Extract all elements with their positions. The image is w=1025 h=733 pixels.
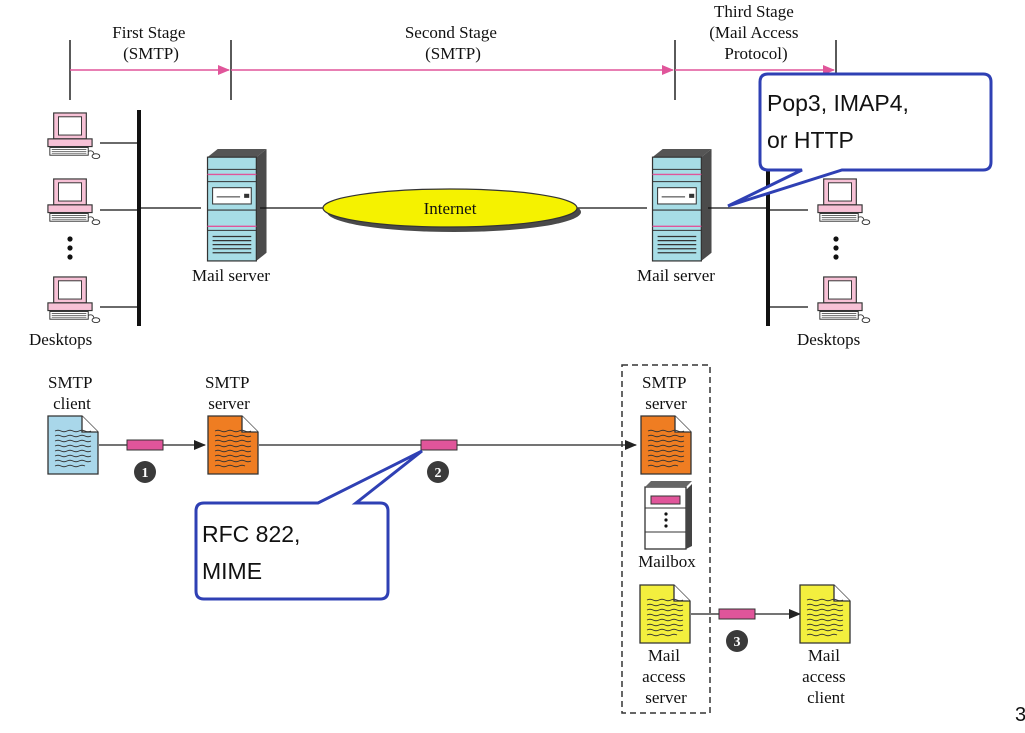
smtp-server-label: SMTP server (205, 373, 253, 413)
mailbox-label: Mailbox (638, 552, 696, 571)
message-icon (718, 608, 756, 620)
internet-label: Internet (424, 199, 477, 218)
step-2-number: 2 (435, 466, 442, 481)
desktop-icon (817, 178, 871, 226)
desktops-right-label: Desktops (797, 330, 860, 349)
mail-server-right-label: Mail server (637, 266, 715, 285)
stage-bar (69, 40, 837, 100)
smtp-server-right-label: SMTP server (642, 373, 690, 413)
desktop-icon (47, 178, 101, 226)
step-3-number: 3 (734, 635, 741, 650)
document-icon (639, 584, 691, 644)
message-icon (420, 439, 458, 451)
step-3-badge (726, 630, 748, 652)
step-1-number: 1 (142, 466, 149, 481)
second-stage-label: Second Stage (SMTP) (405, 23, 501, 63)
more-desktops-ellipsis (833, 236, 839, 260)
mailbox-icon (644, 481, 692, 550)
document-icon (47, 415, 99, 475)
more-desktops-ellipsis (67, 236, 73, 260)
desktop-icon (47, 276, 101, 324)
desktops-left-label: Desktops (29, 330, 92, 349)
step-1-badge (134, 461, 156, 483)
protocol-callout: Pop3, IMAP4, or HTTP (727, 72, 993, 208)
document-icon (207, 415, 259, 475)
svg-text:RFC 822, MIME: RFC 822, MIME (202, 521, 307, 584)
smtp-client-label: SMTP client (48, 373, 96, 413)
message-icon (126, 439, 164, 451)
server-icon (206, 148, 268, 262)
first-stage-label: First Stage (SMTP) (112, 23, 189, 63)
third-stage-label: Third Stage (Mail Access Protocol) (709, 2, 802, 63)
document-icon (640, 415, 692, 475)
format-callout: RFC 822, MIME (194, 449, 423, 601)
internet-cloud (322, 188, 578, 228)
mail-server-left-label: Mail server (192, 266, 270, 285)
desktop-icon (817, 276, 871, 324)
svg-text:Pop3, IMAP4, or HTTP: Pop3, IMAP4, or HTTP (767, 90, 915, 153)
mail-access-client-label: Mail access client (802, 646, 850, 707)
receiver-server-box (621, 364, 711, 714)
step-2-badge (427, 461, 449, 483)
document-icon (799, 584, 851, 644)
mail-access-server-label: Mail access server (642, 646, 690, 707)
page-number: 3 (1015, 704, 1025, 726)
desktop-icon (47, 112, 101, 160)
server-icon (651, 148, 713, 262)
